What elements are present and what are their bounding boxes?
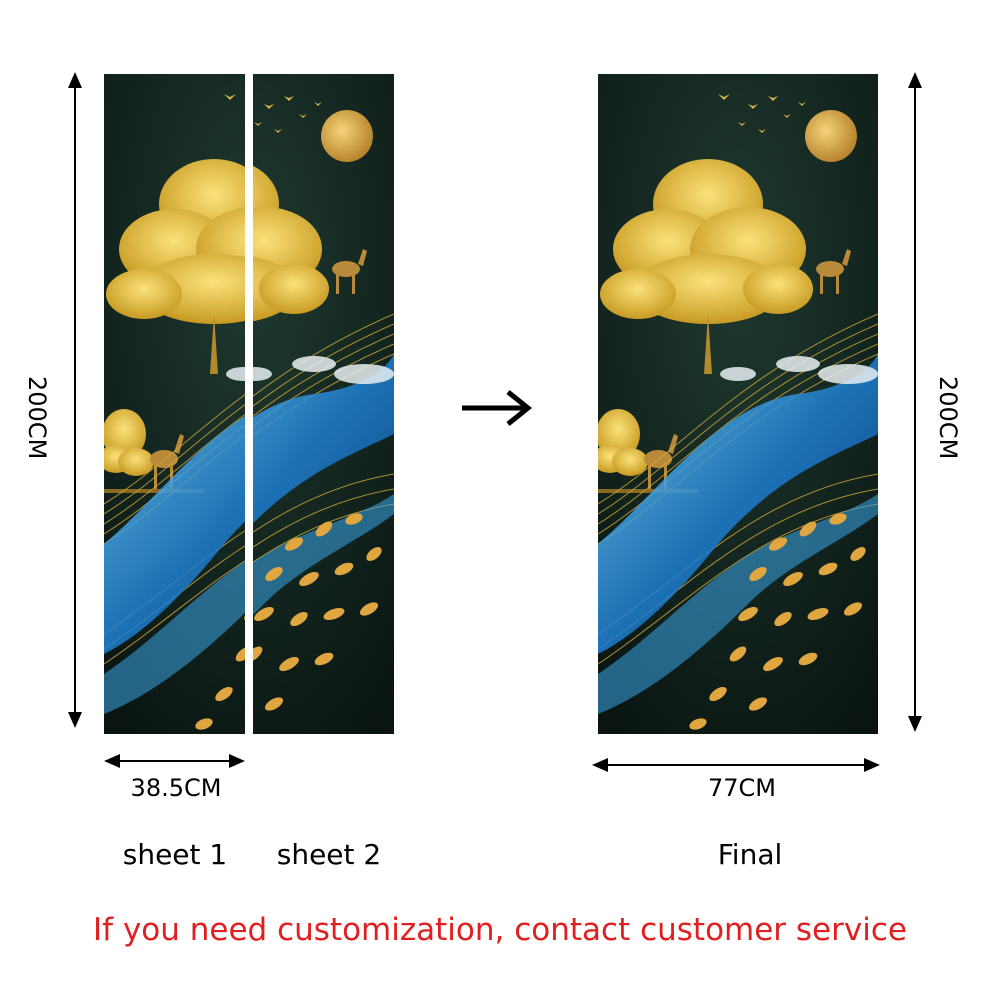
right-width-arrow (592, 758, 880, 772)
final-label: Final (717, 838, 783, 871)
left-height-arrow (68, 72, 82, 728)
final-artwork (598, 74, 878, 734)
right-arrow-icon (462, 390, 532, 426)
sheet-2-artwork (253, 74, 394, 734)
left-width-arrow (104, 754, 245, 768)
right-width-label: 77CM (707, 774, 776, 802)
left-height-label: 200CM (23, 376, 51, 460)
sheet-2-label: sheet 2 (276, 838, 382, 871)
sheet-1-artwork (104, 74, 245, 734)
sheet-1-label: sheet 1 (122, 838, 228, 871)
right-height-arrow (908, 72, 922, 732)
sheet-1-panel (104, 74, 245, 734)
sheet-2-panel (253, 74, 394, 734)
left-width-label: 38.5CM (130, 774, 222, 802)
final-panel (598, 74, 878, 734)
right-height-label: 200CM (934, 376, 962, 460)
customization-notice: If you need customization, contact custo… (93, 912, 907, 948)
